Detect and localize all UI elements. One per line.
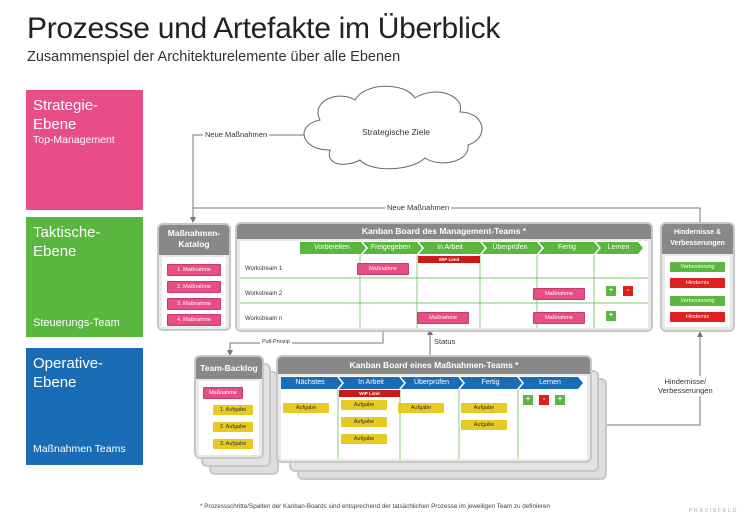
backlog-item: 2. Aufgabe xyxy=(213,422,253,432)
backlog-board: Maßnahme 1. Aufgabe 2. Aufgabe 3. Aufgab… xyxy=(199,381,259,455)
hind-item: Hindernis xyxy=(670,278,725,288)
katalog-item: 3. Maßnahme xyxy=(167,298,221,310)
minus-icon: - xyxy=(623,286,633,296)
katalog-board: 1. Maßnahme 2. Maßnahme 3. Maßnahme 4. M… xyxy=(162,257,226,327)
hind-title: Hindernisse & Verbesserungen xyxy=(662,224,733,254)
team-card: Aufgabe xyxy=(461,420,507,430)
team-col-in-arbeit: In Arbeit xyxy=(358,379,384,386)
hind-board: Verbesserung Hindernis Verbesserung Hind… xyxy=(665,256,730,327)
mgmt-card: Maßnahme xyxy=(417,312,469,324)
neue-massnahmen-label-2: Neue Maßnahmen xyxy=(385,203,452,212)
status-label: Status xyxy=(434,337,456,346)
level-strategie: Strategie- Ebene Top-Management xyxy=(26,90,143,210)
mgmt-wip-limit: WIP Limit xyxy=(418,256,480,263)
team-col-naechstes: Nächstes xyxy=(295,379,325,386)
minus-icon: - xyxy=(539,395,549,405)
katalog-title: Maßnahmen- Katalog xyxy=(159,225,229,255)
team-card: Aufgabe xyxy=(341,400,387,410)
level-taktisch: Taktische- Ebene Steuerungs-Team xyxy=(26,217,143,337)
mgmt-col-in-arbeit: In Arbeit xyxy=(437,244,463,251)
mgmt-grid xyxy=(240,242,648,328)
kanban-management: Kanban Board des Management-Teams * Vorb… xyxy=(235,222,653,332)
team-backlog: Team-Backlog Maßnahme 1. Aufgabe 2. Aufg… xyxy=(194,355,264,459)
team-title: Kanban Board eines Maßnahmen-Teams * xyxy=(278,357,590,374)
mgmt-col-vorbereiten: Vorbereiten xyxy=(314,244,350,251)
mgmt-col-fertig: Fertig xyxy=(558,244,576,251)
team-col-lernen: Lernen xyxy=(539,379,561,386)
team-board: Nächstes In Arbeit Überprüfen Fertig Ler… xyxy=(281,376,587,459)
plus-icon: + xyxy=(606,311,616,321)
footnote: * Prozessschritte/Spalten der Kanban-Boa… xyxy=(200,503,550,510)
hind-item: Verbesserung xyxy=(670,296,725,306)
mgmt-col-lernen: Lernen xyxy=(607,244,630,251)
mgmt-row-1: Workstream 1 xyxy=(245,266,283,272)
level-title: Operative- Ebene xyxy=(33,355,104,391)
backlog-title: Team-Backlog xyxy=(196,357,262,379)
level-title: Taktische- Ebene xyxy=(33,224,101,260)
katalog-item: 4. Maßnahme xyxy=(167,314,221,326)
page-subtitle: Zusammenspiel der Architekturelemente üb… xyxy=(27,49,401,65)
mgmt-card: Maßnahme xyxy=(533,312,585,324)
mgmt-row-2: Workstream 2 xyxy=(245,291,283,297)
mgmt-card: Maßnahme xyxy=(533,288,585,300)
plus-icon: + xyxy=(555,395,565,405)
kanban-team: Kanban Board eines Maßnahmen-Teams * Näc… xyxy=(276,355,592,463)
team-card: Aufgabe xyxy=(461,403,507,413)
mgmt-col-ueberpruefen: Überprüfen xyxy=(492,244,528,251)
backlog-item: 1. Aufgabe xyxy=(213,405,253,415)
backlog-item: 3. Aufgabe xyxy=(213,439,253,449)
hind-item: Hindernis xyxy=(670,312,725,322)
team-grid xyxy=(281,377,583,459)
cloud-label: Strategische Ziele xyxy=(362,127,431,137)
mgmt-card: Maßnahme xyxy=(357,263,409,275)
pull-prinzip-label: Pull-Prinzip xyxy=(260,339,292,345)
mgmt-title: Kanban Board des Management-Teams * xyxy=(237,224,651,239)
team-col-fertig: Fertig xyxy=(481,379,500,386)
team-wip-limit: WIP Limit xyxy=(339,390,400,397)
team-card: Aufgabe xyxy=(341,434,387,444)
mgmt-board: Vorbereiten Freigegeben In Arbeit Überpr… xyxy=(240,241,648,328)
plus-icon: + xyxy=(606,286,616,296)
mgmt-row-n: Workstream n xyxy=(245,316,283,322)
page-title: Prozesse und Artefakte im Überblick xyxy=(27,12,501,45)
plus-icon: + xyxy=(523,395,533,405)
hindernisse-label: Hindernisse/ Verbesserungen xyxy=(656,376,715,396)
team-card: Aufgabe xyxy=(341,417,387,427)
mgmt-col-freigegeben: Freigegeben xyxy=(370,244,411,251)
level-sub: Maßnahmen Teams xyxy=(33,443,126,455)
level-operativ: Operative- Ebene Maßnahmen Teams xyxy=(26,348,143,465)
katalog-item: 1. Maßnahme xyxy=(167,264,221,276)
hindernisse-verbesserungen: Hindernisse & Verbesserungen Verbesserun… xyxy=(660,222,735,332)
praxisfeld-logo: PRAXISFELD xyxy=(688,508,738,514)
level-sub: Top-Management xyxy=(33,134,115,146)
cloud-shape xyxy=(303,85,483,170)
backlog-head: Maßnahme xyxy=(203,387,243,399)
team-col-ueberpruefen: Überprüfen xyxy=(413,379,450,386)
hind-item: Verbesserung xyxy=(670,262,725,272)
katalog-item: 2. Maßnahme xyxy=(167,281,221,293)
neue-massnahmen-label: Neue Maßnahmen xyxy=(203,130,270,139)
team-card: Aufgabe xyxy=(398,403,444,413)
team-card: Aufgabe xyxy=(283,403,329,413)
level-sub: Steuerungs-Team xyxy=(33,317,120,329)
massnahmen-katalog: Maßnahmen- Katalog 1. Maßnahme 2. Maßnah… xyxy=(157,223,231,331)
level-title: Strategie- Ebene xyxy=(33,97,99,133)
